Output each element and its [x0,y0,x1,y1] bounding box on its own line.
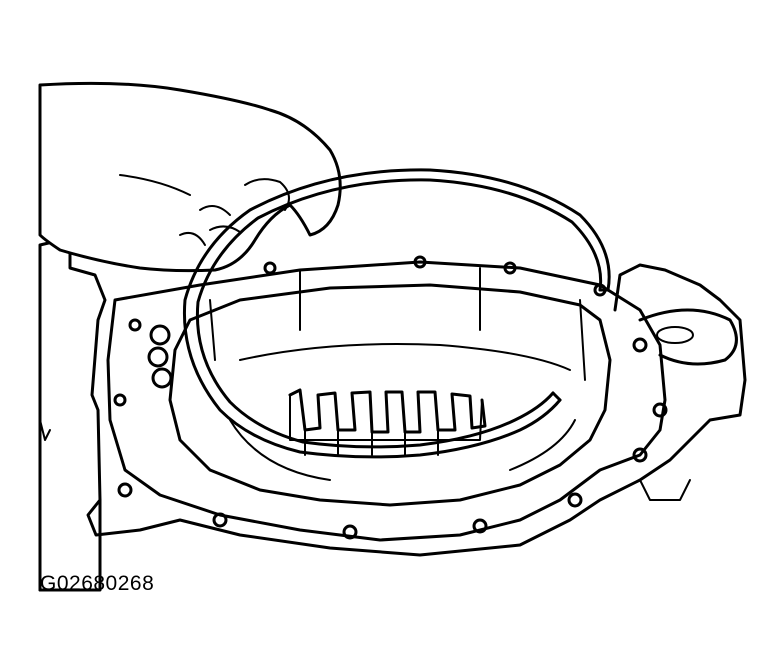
figure-id-label: G02680268 [40,572,155,595]
transmission-case [38,236,747,592]
snap-ring [182,168,611,459]
hand [38,81,342,273]
